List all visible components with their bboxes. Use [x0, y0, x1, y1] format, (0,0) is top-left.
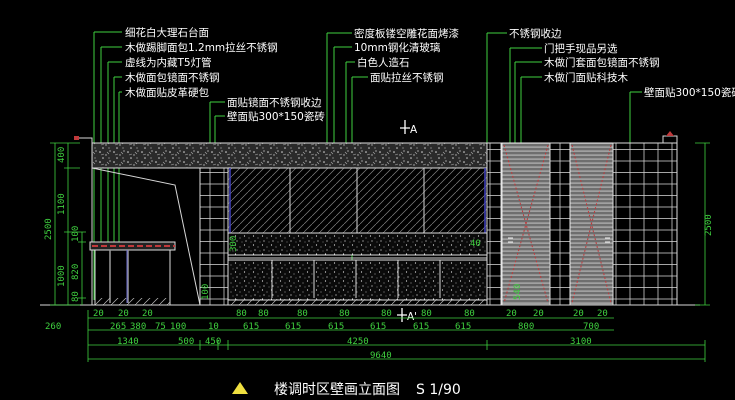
- carved-panel-band: [91, 142, 488, 169]
- dim-r1-7: 80: [381, 309, 392, 319]
- dim-r2-3: 75: [155, 322, 166, 332]
- vdim-100: 100: [71, 226, 81, 242]
- lower-cabinets: [227, 259, 488, 301]
- annotation-left-2: 木做踢脚面包1.2mm拉丝不锈钢: [125, 41, 278, 54]
- dim-r1-12: 20: [573, 309, 584, 319]
- annotation-left-5: 木做面贴皮革硬包: [125, 86, 209, 99]
- vdim-1000: 1000: [57, 265, 67, 287]
- annotation-right-5: 壁面贴300*150瓷砖: [644, 86, 735, 99]
- dim-r2-5: 10: [208, 322, 219, 332]
- vdim-400: 400: [57, 147, 67, 163]
- dim-r3-2: 450: [205, 337, 221, 347]
- annotation-left-3: 虚线为内藏T5灯管: [125, 56, 212, 69]
- annotation-left-4: 木做面包镜面不锈钢: [125, 71, 220, 84]
- section-mark-top: A: [410, 124, 418, 136]
- inner-dim-3: 40: [470, 239, 481, 249]
- dim-r2-10: 615: [413, 322, 429, 332]
- dim-r1-6: 80: [339, 309, 350, 319]
- annotation-middle-4: 面贴拉丝不锈钢: [370, 71, 444, 84]
- annotation-middle-3: 白色人造石: [357, 56, 410, 69]
- dim-r1-1: 20: [118, 309, 129, 319]
- annotation-middle-1: 密度板镂空雕花面烤漆: [354, 27, 459, 40]
- tile-wall-right: [612, 142, 678, 306]
- vdim-1100: 1100: [57, 193, 67, 215]
- elevation-body: [40, 131, 700, 306]
- dim-r1-3: 80: [236, 309, 247, 319]
- inner-dim-540: 540: [513, 284, 523, 300]
- dim-r1-13: 20: [597, 309, 608, 319]
- dim-r3-1: 500: [178, 337, 194, 347]
- dim-r1-0: 20: [93, 309, 104, 319]
- dim-r1-4: 80: [258, 309, 269, 319]
- dim-r1-8: 80: [421, 309, 432, 319]
- section-mark-top-icon: [400, 120, 410, 134]
- door-left: [501, 142, 551, 306]
- annotation-middle-2: 10mm钢化清玻璃: [354, 41, 440, 54]
- annotation-left-7: 壁面贴300*150瓷砖: [227, 110, 325, 123]
- dim-r3-3: 4250: [347, 337, 369, 347]
- dim-r2-4: 100: [170, 322, 186, 332]
- dim-r2-12: 800: [518, 322, 534, 332]
- dim-r3-4: 3100: [570, 337, 592, 347]
- inner-dim-1: 100: [201, 284, 211, 300]
- dim-r2-9: 615: [370, 322, 386, 332]
- title-marker-icon: [232, 382, 248, 394]
- annotation-left-6: 面贴镜面不锈钢收边: [227, 96, 322, 109]
- dim-r2-7: 615: [285, 322, 301, 332]
- horizontal-dimensions: 20 20 20 80 80 80 80 80 80 80 20 20 20 2…: [45, 309, 706, 362]
- section-mark-bottom: A': [407, 311, 417, 323]
- dim-r1-9: 80: [464, 309, 475, 319]
- vdim-total-right: 2500: [704, 214, 714, 236]
- vertical-dimensions: 2500 400 1100 100 1000 820 80 2500 100 5…: [44, 142, 714, 306]
- annotation-right-1: 不锈钢收边: [509, 27, 562, 40]
- annotation-left-1: 细花白大理石台面: [125, 26, 209, 39]
- annotation-right-3: 木做门套面包镜面不锈钢: [544, 56, 660, 69]
- dim-r1-11: 20: [533, 309, 544, 319]
- vdim-820: 820: [71, 264, 81, 280]
- dim-r1-2: 20: [142, 309, 153, 319]
- drawing-scale: S 1/90: [416, 382, 461, 398]
- annotation-right-4: 木做门面贴科技木: [544, 71, 628, 84]
- dim-r2-6: 615: [243, 322, 259, 332]
- section-mark-bottom-icon: [397, 308, 407, 322]
- dim-total: 9640: [370, 351, 392, 361]
- artificial-stone-band: [227, 232, 488, 256]
- vdim-80: 80: [71, 291, 81, 302]
- inner-dim-2: 300: [229, 236, 239, 252]
- dim-r3-0: 1340: [117, 337, 139, 347]
- dim-r2-1: 265: [110, 322, 126, 332]
- vdim-total-left: 2500: [44, 218, 54, 240]
- drawing-title: 楼调时区壁画立面图: [274, 382, 400, 398]
- dim-r2-2: 380: [130, 322, 146, 332]
- dim-r2-11: 615: [455, 322, 471, 332]
- annotation-right-2: 门把手现品另选: [544, 42, 618, 55]
- dim-r2-0: 260: [45, 322, 61, 332]
- dim-r2-13: 700: [583, 322, 599, 332]
- dim-r2-8: 615: [328, 322, 344, 332]
- dim-r1-10: 20: [506, 309, 517, 319]
- dim-r1-5: 80: [297, 309, 308, 319]
